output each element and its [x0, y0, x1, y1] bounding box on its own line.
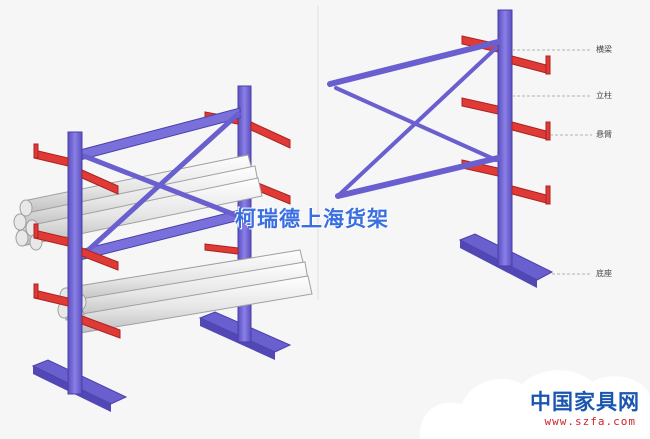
right-rack: [327, 9, 554, 288]
brand-logo: 中国家具网: [530, 390, 640, 414]
label-crossbeam: 横梁: [596, 45, 612, 54]
corner-cloud: [419, 370, 650, 439]
left-rack-x-brace: [81, 111, 241, 257]
label-column: 立柱: [596, 91, 612, 100]
brand-url: www.szfa.com: [544, 415, 636, 428]
watermark-text: 柯瑞德上海货架: [235, 207, 389, 231]
left-rack-front-arms: [33, 143, 121, 339]
label-base: 底座: [596, 269, 612, 278]
label-arm: 悬臂: [596, 130, 612, 139]
right-rack-x-brace: [334, 46, 498, 196]
callout-lines: [512, 49, 592, 275]
right-rack-back-arms: [461, 35, 499, 177]
left-rack-front-column: [67, 131, 83, 395]
left-rack: [13, 85, 313, 412]
right-rack-front-arms: [511, 55, 551, 205]
right-rack-crossbeams: [327, 39, 501, 199]
right-rack-column: [497, 9, 513, 267]
